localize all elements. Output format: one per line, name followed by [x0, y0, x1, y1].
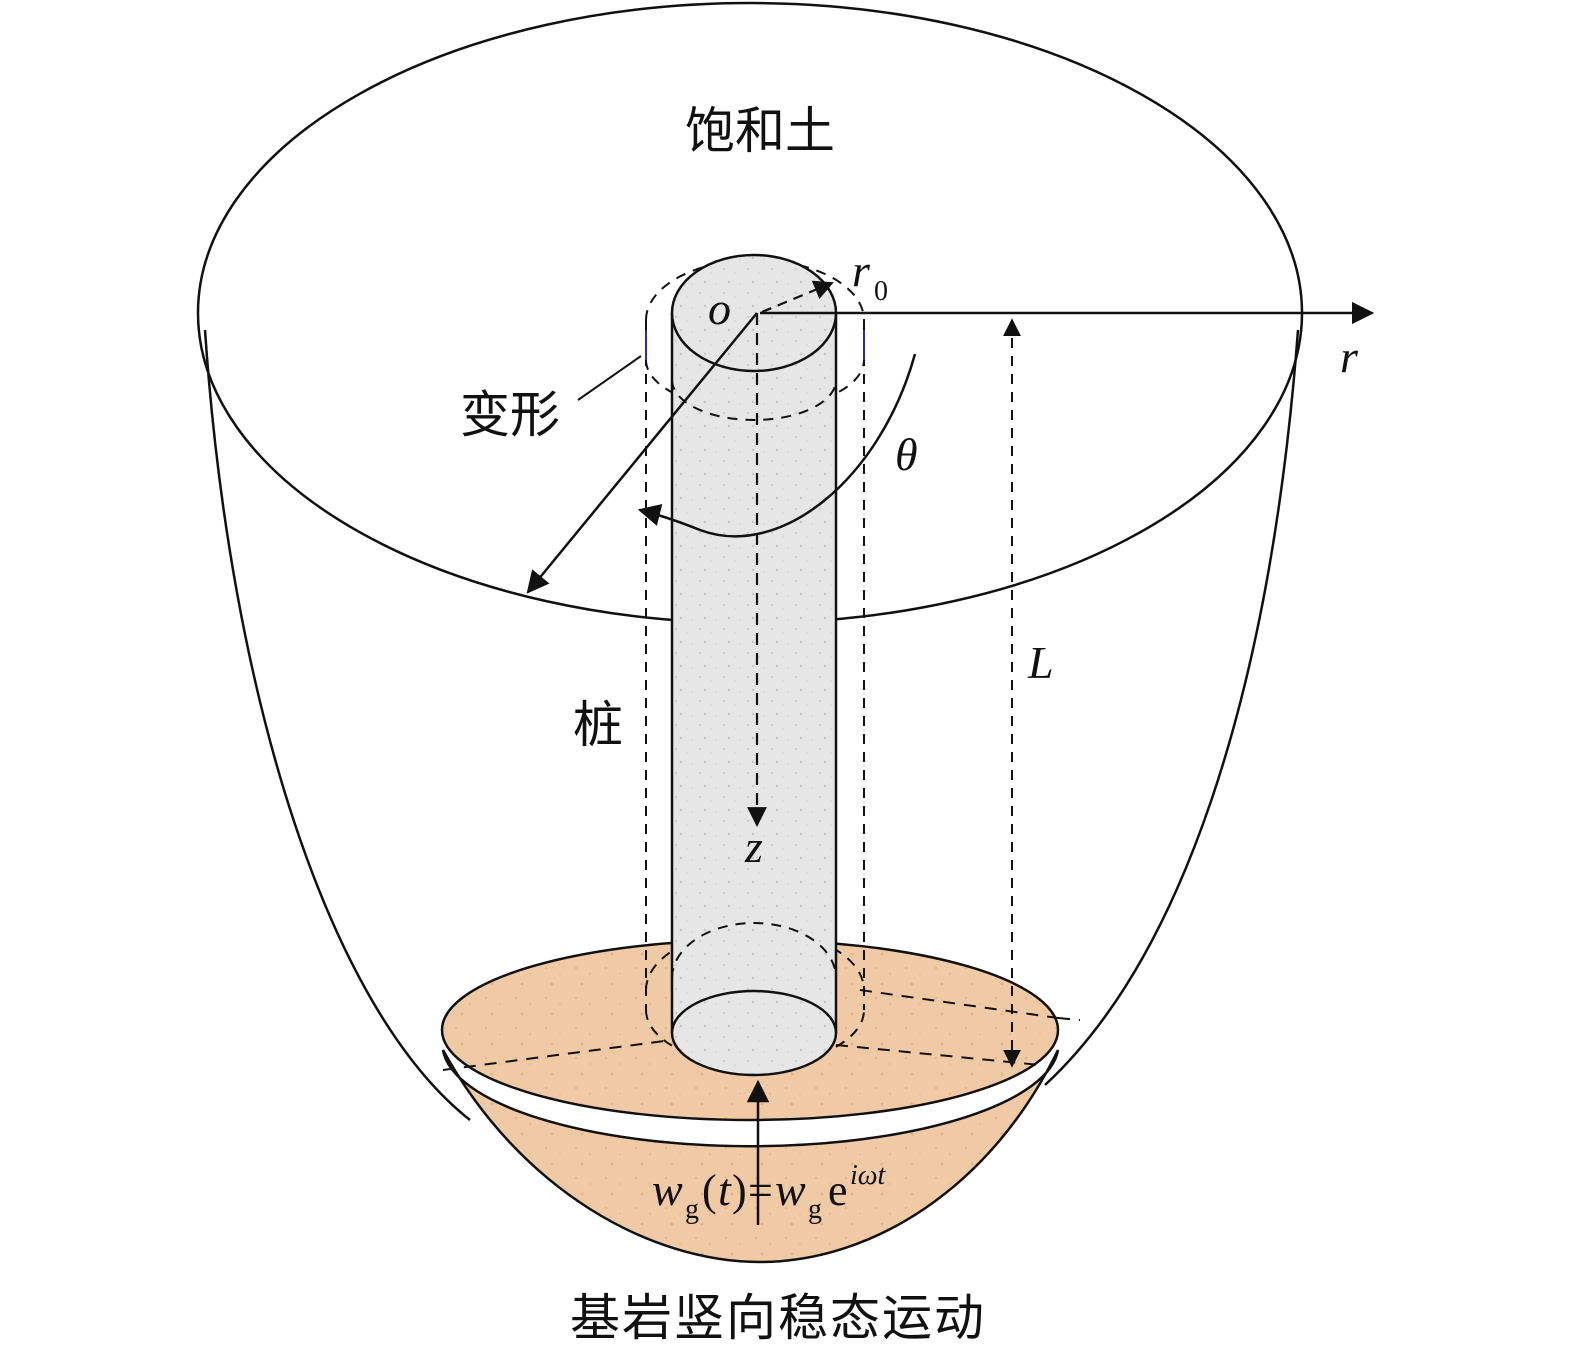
deformation-leader: [577, 355, 642, 401]
origin-label: o: [708, 283, 731, 334]
soil-bowl-sides: [203, 329, 1300, 1121]
svg-text:w: w: [775, 1164, 806, 1215]
pile-label: 桩: [573, 696, 623, 754]
theta-label: θ: [895, 429, 918, 480]
svg-text:=: =: [748, 1166, 773, 1215]
deformation-marks: [645, 330, 865, 360]
radius-label: r: [852, 245, 871, 296]
diagonal-axis-arrow: [526, 312, 758, 594]
svg-text:iωt: iωt: [850, 1160, 887, 1191]
svg-text:(: (: [702, 1166, 717, 1215]
svg-text:w: w: [652, 1164, 683, 1215]
svg-text:): ): [732, 1166, 747, 1215]
svg-text:e: e: [828, 1166, 848, 1215]
svg-text:t: t: [718, 1164, 732, 1215]
length-label: L: [1027, 637, 1054, 688]
deformation-label: 变形: [460, 386, 560, 444]
svg-text:g: g: [685, 1194, 699, 1225]
svg-text:g: g: [808, 1194, 822, 1225]
bedrock-motion-formula: w g ( t ) = w g e iωt: [652, 1160, 887, 1225]
caption: 基岩竖向稳态运动: [570, 1289, 986, 1347]
theta-arc-arrow: [637, 353, 917, 538]
pile-body: [672, 313, 836, 1033]
z-axis-label: z: [744, 821, 763, 872]
radius-subscript: 0: [874, 276, 888, 307]
soil-label: 饱和土: [685, 102, 835, 160]
pile-bottom-ellipse: [670, 989, 838, 1077]
r-axis-label: r: [1340, 331, 1359, 382]
radius-arrow: [761, 280, 834, 314]
bedrock-bowl: [441, 1049, 1060, 1264]
